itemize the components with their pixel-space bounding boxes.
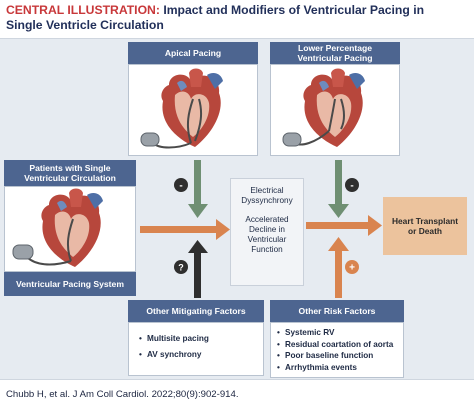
patients-footer: Ventricular Pacing System [4,272,136,296]
bullet-icon: • [139,349,142,359]
patients-header-line-2: Ventricular Circulation [24,173,116,183]
lower-pacing-header-line-1: Lower Percentage [297,43,373,53]
electrical-dyssynchrony: Electrical Dyssynchrony [231,186,303,206]
decline-line-2: Decline in [249,225,285,234]
bullet-icon: • [277,362,280,372]
list-item: • Residual coartation of aorta [277,339,403,351]
list-item-text: Systemic RV [285,328,335,337]
mitigating-factors-list: • Multisite pacing • AV synchrony [128,322,264,376]
heart-icon [140,68,223,149]
lower-pacing-panel [270,64,400,156]
list-item: • Systemic RV [277,327,403,339]
outcome-line-2: or Death [408,226,442,236]
bullet-icon: • [277,339,280,349]
mitigating-factors-header: Other Mitigating Factors [128,300,264,322]
title-label: CENTRAL ILLUSTRATION: [6,3,160,17]
heart-icon [12,188,103,267]
decline-line-1: Accelerated [245,215,289,224]
list-item: • Poor baseline function [277,350,403,362]
heart-icon [282,68,365,147]
list-item-text: AV synchrony [147,349,202,359]
list-item: • Arrhythmia events [277,362,403,374]
outcome-line-1: Heart Transplant [391,216,459,226]
bullet-icon: • [139,334,142,343]
lower-pacing-header-line-2: Ventricular Pacing [297,53,373,63]
list-item-text: Multisite pacing [147,334,209,343]
patients-panel [4,186,136,272]
apical-pacing-panel [128,64,258,156]
decline-line-4: Function [251,245,283,254]
risk-factors-list: • Systemic RV • Residual coartation of aor… [270,322,404,378]
patients-header-line-1: Patients with Single [29,163,111,173]
decline-line-3: Ventricular [247,235,287,244]
dyssynchrony-line-1: Electrical [250,186,284,195]
center-effects-box: Electrical Dyssynchrony Accelerated Decl… [230,178,304,286]
bullet-icon: • [277,351,280,360]
accelerated-decline: Accelerated Decline in Ventricular Funct… [231,215,303,255]
list-item-text: Residual coartation of aorta [285,339,394,349]
title-line-2: Single Ventricle Circulation [6,18,164,32]
citation: Chubb H, et al. J Am Coll Cardiol. 2022;… [6,389,239,400]
title-line-1: CENTRAL ILLUSTRATION: Impact and Modifie… [6,3,468,18]
dyssynchrony-line-2: Dyssynchrony [241,196,293,205]
bullet-icon: • [277,328,280,337]
figure-title: CENTRAL ILLUSTRATION: Impact and Modifie… [0,0,474,36]
list-item-text: Poor baseline function [285,351,374,360]
title-text-1: Impact and Modifiers of Ventricular Paci… [163,3,425,17]
list-item: • AV synchrony [139,349,263,361]
risk-factors-header: Other Risk Factors [270,300,404,322]
list-item: • Multisite pacing [139,333,263,345]
apical-pacing-header: Apical Pacing [128,42,258,64]
list-item-text: Arrhythmia events [285,362,357,372]
